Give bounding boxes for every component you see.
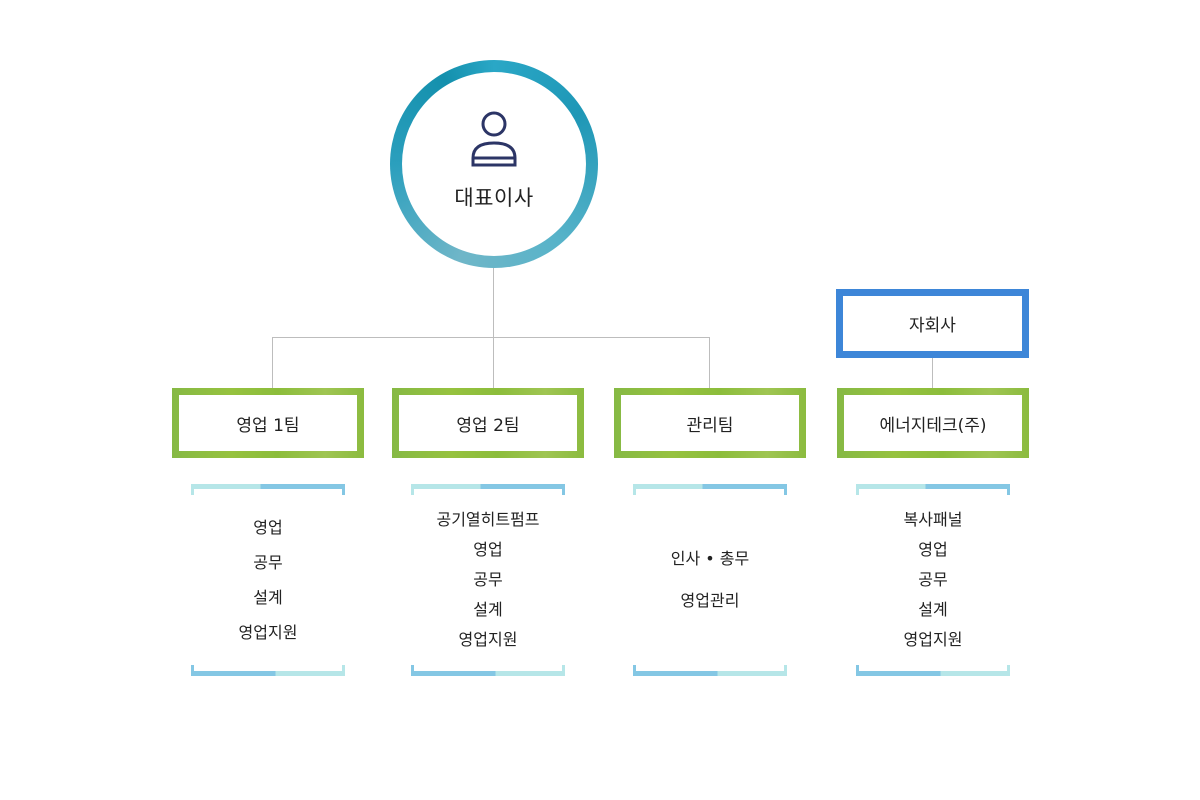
- duty-item: 공무: [253, 553, 283, 572]
- duty-item: 영업지원: [238, 623, 298, 642]
- duty-box-energytech: 복사패널 영업 공무 설계 영업지원: [856, 484, 1010, 676]
- duty-item: 영업지원: [903, 630, 963, 649]
- team-node-sales-2: 영업 2팀: [392, 388, 584, 458]
- team-node-sales-1: 영업 1팀: [172, 388, 364, 458]
- duty-list: 영업 공무 설계 영업지원: [191, 496, 345, 664]
- subsidiary-node: 자회사: [836, 289, 1029, 358]
- duty-item: 설계: [473, 600, 503, 619]
- bracket-top: [856, 484, 1010, 495]
- bracket-bottom: [856, 665, 1010, 676]
- duty-item: 설계: [918, 600, 948, 619]
- team-node-energytech: 에너지테크(주): [837, 388, 1029, 458]
- bracket-bottom: [191, 665, 345, 676]
- duty-box-management: 인사 • 총무 영업관리: [633, 484, 787, 676]
- duty-item: 영업: [473, 540, 503, 559]
- duty-item: 공무: [473, 570, 503, 589]
- duty-item: 영업: [918, 540, 948, 559]
- ceo-label: 대표이사: [454, 186, 534, 210]
- team-label: 영업 1팀: [179, 395, 357, 451]
- bracket-top: [191, 484, 345, 495]
- duty-item: 인사 • 총무: [670, 549, 750, 568]
- bracket-bottom: [633, 665, 787, 676]
- duty-list: 복사패널 영업 공무 설계 영업지원: [856, 496, 1010, 664]
- duty-item: 공기열히트펌프: [436, 510, 540, 529]
- duty-item: 영업: [253, 518, 283, 537]
- duty-item: 영업관리: [680, 591, 740, 610]
- team-label: 관리팀: [621, 395, 799, 451]
- ceo-node: 대표이사: [390, 60, 598, 268]
- team-node-management: 관리팀: [614, 388, 806, 458]
- bracket-top: [633, 484, 787, 495]
- duty-item: 영업지원: [458, 630, 518, 649]
- duty-list: 인사 • 총무 영업관리: [633, 496, 787, 664]
- bracket-bottom: [411, 665, 565, 676]
- person-icon: [471, 111, 517, 167]
- bracket-top: [411, 484, 565, 495]
- duty-box-sales-2: 공기열히트펌프 영업 공무 설계 영업지원: [411, 484, 565, 676]
- team-label: 영업 2팀: [399, 395, 577, 451]
- duty-item: 복사패널: [903, 510, 963, 529]
- duty-list: 공기열히트펌프 영업 공무 설계 영업지원: [411, 496, 565, 664]
- duty-item: 설계: [253, 588, 283, 607]
- duty-item: 공무: [918, 570, 948, 589]
- team-label: 에너지테크(주): [844, 395, 1022, 451]
- subsidiary-label: 자회사: [843, 296, 1022, 351]
- duty-box-sales-1: 영업 공무 설계 영업지원: [191, 484, 345, 676]
